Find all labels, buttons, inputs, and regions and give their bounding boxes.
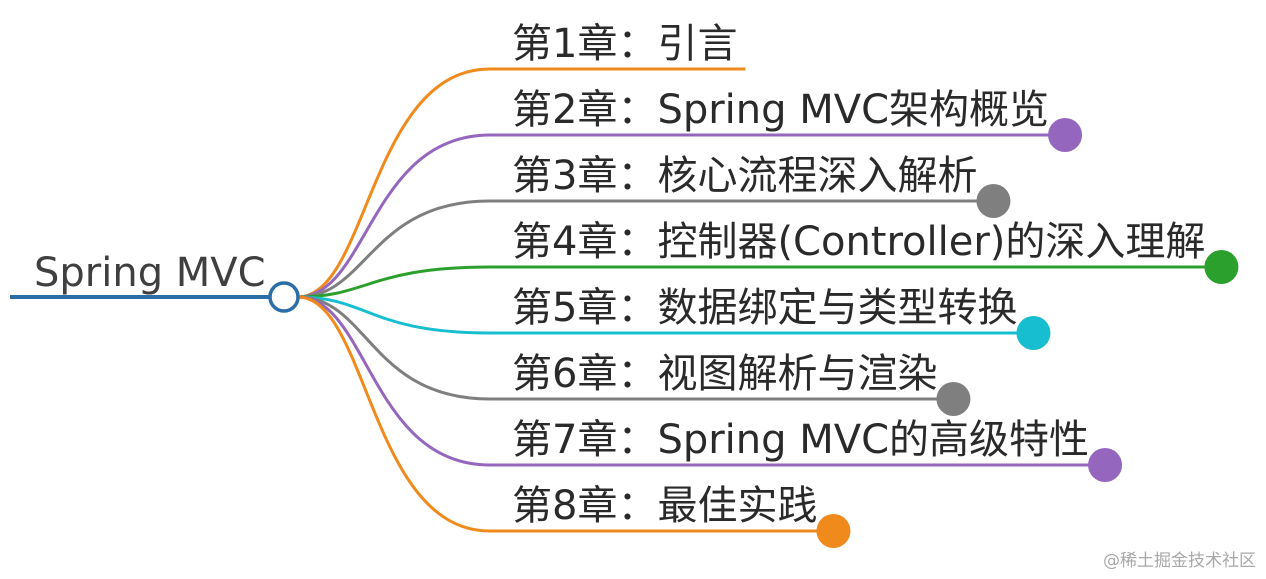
branch-5[interactable]: 第5章：数据绑定与类型转换 [297, 285, 1051, 350]
branch-4[interactable]: 第4章：控制器(Controller)的深入理解 [297, 219, 1239, 299]
branch-connector [297, 133, 1058, 299]
branch-8[interactable]: 第8章：最佳实践 [297, 295, 851, 548]
branch-end-dot[interactable] [1088, 448, 1123, 482]
branch-label: 第5章：数据绑定与类型转换 [512, 285, 1017, 331]
branch-6[interactable]: 第6章：视图解析与渲染 [297, 295, 971, 416]
branch-connector [297, 265, 1214, 299]
branch-label: 第4章：控制器(Controller)的深入理解 [512, 219, 1205, 265]
branch-end-dot[interactable] [816, 514, 851, 548]
branch-label: 第7章：Spring MVC的高级特性 [512, 417, 1089, 463]
branch-1[interactable]: 第1章：引言 [297, 21, 746, 299]
root-node: Spring MVC [10, 250, 300, 313]
branch-label: 第2章：Spring MVC架构概览 [512, 87, 1049, 133]
branch-label: 第8章：最佳实践 [512, 483, 817, 529]
branch-3[interactable]: 第3章：核心流程深入解析 [297, 153, 1011, 299]
branch-end-dot[interactable] [1204, 250, 1239, 284]
branch-2[interactable]: 第2章：Spring MVC架构概览 [297, 87, 1083, 299]
watermark: @稀土掘金技术社区 [1103, 551, 1256, 571]
root-circle[interactable] [268, 281, 300, 313]
branch-connector [297, 295, 1098, 467]
branch-end-dot[interactable] [1048, 118, 1083, 152]
branch-connector [297, 295, 946, 401]
branch-end-dot[interactable] [1016, 316, 1051, 350]
root-label: Spring MVC [34, 250, 266, 296]
branch-connector [297, 199, 986, 299]
branch-end-dot[interactable] [936, 382, 971, 416]
branch-7[interactable]: 第7章：Spring MVC的高级特性 [297, 295, 1123, 482]
branch-connector [297, 67, 746, 299]
branch-connector [297, 295, 1026, 335]
branch-label: 第6章：视图解析与渲染 [512, 351, 937, 397]
branch-label: 第1章：引言 [512, 21, 737, 67]
branch-label: 第3章：核心流程深入解析 [512, 153, 977, 199]
branch-end-dot[interactable] [976, 184, 1011, 218]
branch-connector [297, 295, 826, 533]
